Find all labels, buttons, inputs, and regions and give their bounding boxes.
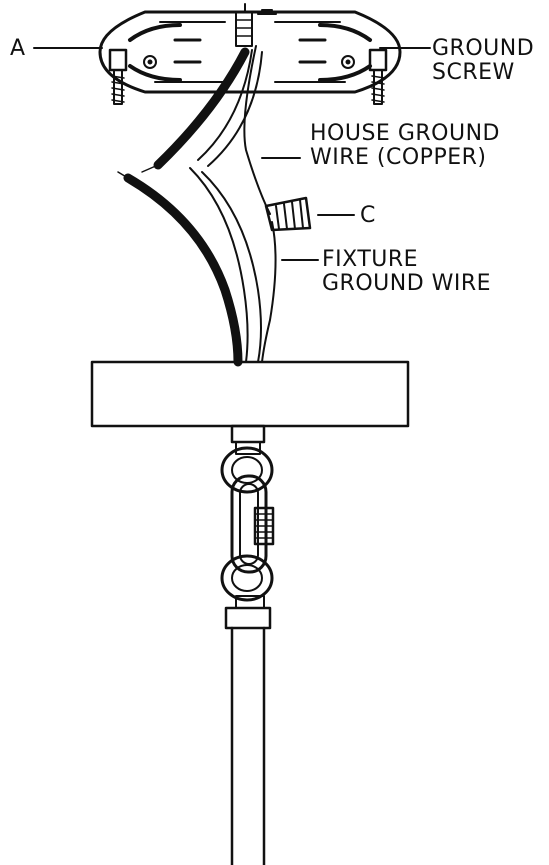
label-ground-screw-line-2: SCREW xyxy=(432,60,515,85)
house-ground-wire xyxy=(243,45,271,215)
wire-connector xyxy=(264,196,312,232)
mounting-strap xyxy=(98,3,402,94)
white-neutral-wires xyxy=(189,49,263,363)
label-fixture-ground-wire: FIXTURE GROUND WIRE xyxy=(322,248,491,296)
label-a: A xyxy=(10,36,26,61)
fixture-ground-wire xyxy=(261,221,277,363)
label-house-ground-wire: HOUSE GROUND WIRE (COPPER) xyxy=(310,122,500,170)
label-house-ground-wire-line-2: WIRE (COPPER) xyxy=(310,145,487,170)
label-fixture-ground-wire-line-1: FIXTURE xyxy=(322,247,419,272)
label-house-ground-wire-line-1: HOUSE GROUND xyxy=(310,121,500,146)
canopy xyxy=(90,360,410,428)
mounting-screw-left xyxy=(108,48,128,105)
stem-pipe xyxy=(224,606,272,865)
mounting-screw-right xyxy=(368,48,388,105)
label-ground-screw-line-1: GROUND xyxy=(432,36,535,61)
chain-assembly xyxy=(220,424,275,609)
label-fixture-ground-wire-line-2: GROUND WIRE xyxy=(322,271,492,296)
black-supply-wire xyxy=(141,47,250,173)
black-fixture-wire xyxy=(117,171,243,367)
leader-lines xyxy=(33,47,431,261)
label-ground-screw: GROUND SCREW xyxy=(432,37,534,85)
label-c: C xyxy=(360,203,376,228)
